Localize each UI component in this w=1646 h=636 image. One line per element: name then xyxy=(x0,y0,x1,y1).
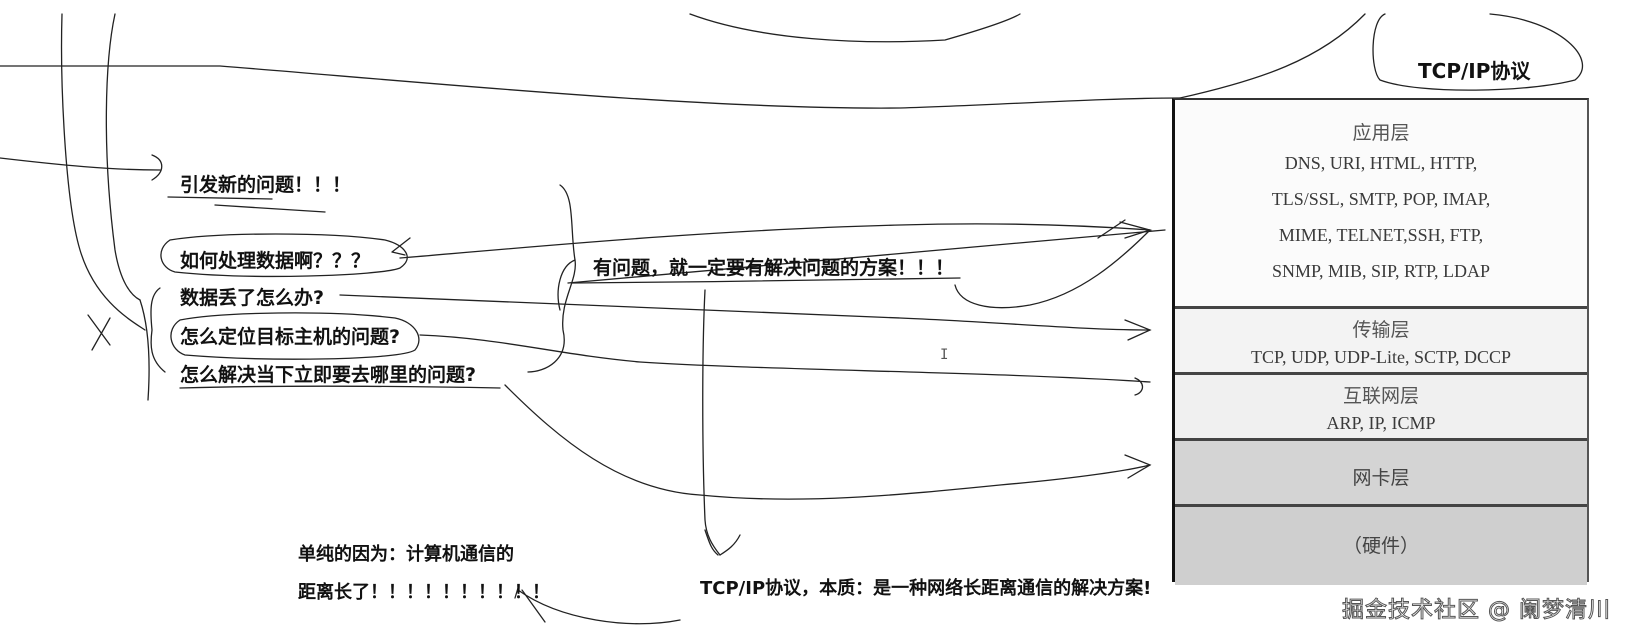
note-question-data: 如何处理数据啊？？？ xyxy=(180,250,371,272)
note-new-problem: 引发新的问题！！！ xyxy=(180,174,352,196)
note-essence: TCP/IP协议，本质：是一种网络长距离通信的解决方案! xyxy=(700,578,1152,599)
note-reason-line1: 单纯的因为：计算机通信的 xyxy=(298,544,514,565)
layer-protocols: TCP, UDP, UDP-Lite, SCTP, DCCP xyxy=(1250,347,1512,367)
layer-name: （硬件） xyxy=(1342,536,1419,557)
diagram-title: TCP/IP协议 xyxy=(1418,59,1531,83)
note-reason-line2: 距离长了！！！！！！！！！！ xyxy=(298,582,550,603)
layer-protocols: MIME, TELNET,SSH, FTP, xyxy=(1278,225,1484,245)
note-solution: 有问题，就一定要有解决问题的方案！！！ xyxy=(593,257,955,279)
layer-protocols: DNS, URI, HTML, HTTP, xyxy=(1284,153,1478,173)
layer-application: 应用层 DNS, URI, HTML, HTTP, TLS/SSL, SMTP,… xyxy=(1175,100,1587,306)
layer-internet: 互联网层 ARP, IP, ICMP xyxy=(1175,372,1587,441)
layer-protocols: SNMP, MIB, SIP, RTP, LDAP xyxy=(1272,261,1490,281)
layer-name: 应用层 xyxy=(1352,123,1410,144)
note-question-route: 怎么解决当下立即要去哪里的问题? xyxy=(180,364,477,386)
layer-hardware: （硬件） xyxy=(1175,504,1587,585)
note-question-lost: 数据丢了怎么办? xyxy=(180,287,325,309)
layer-transport: 传输层 TCP, UDP, UDP-Lite, SCTP, DCCP xyxy=(1175,306,1587,375)
text-cursor-icon: I xyxy=(940,347,949,363)
layer-name: 互联网层 xyxy=(1342,386,1419,407)
note-question-locate: 怎么定位目标主机的问题? xyxy=(180,326,401,348)
watermark: 掘金技术社区 @ 阑梦清川 xyxy=(1342,598,1611,624)
layer-protocols: TLS/SSL, SMTP, POP, IMAP, xyxy=(1271,189,1491,209)
layer-name: 网卡层 xyxy=(1352,468,1410,489)
tcpip-layer-stack: 应用层 DNS, URI, HTML, HTTP, TLS/SSL, SMTP,… xyxy=(1172,98,1589,585)
layer-protocols: ARP, IP, ICMP xyxy=(1326,413,1436,433)
layer-network-interface: 网卡层 xyxy=(1175,438,1587,507)
layer-name: 传输层 xyxy=(1352,320,1410,341)
